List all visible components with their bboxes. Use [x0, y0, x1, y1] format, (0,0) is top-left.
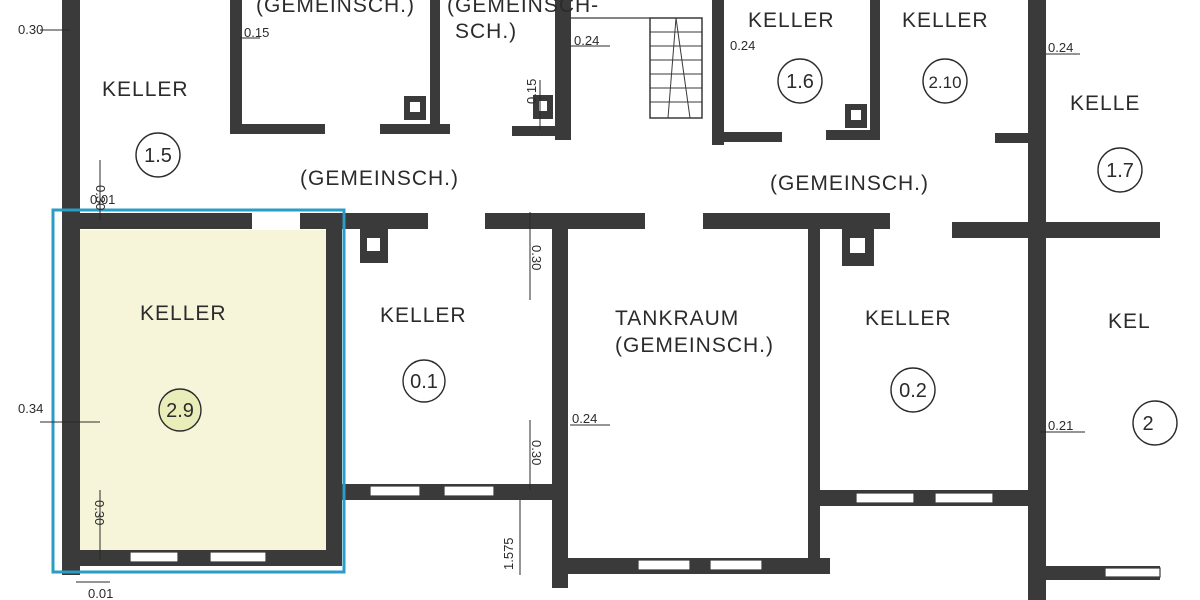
dim-001-bottom: 0.01	[88, 586, 113, 600]
label-keller-0-2: KELLER	[865, 307, 952, 330]
dim-030-top-left: 0.30	[18, 22, 43, 37]
room-number-circle-0-2	[890, 367, 936, 413]
room-number-circle-0-1	[402, 359, 446, 403]
room-number-1-6: 1.6	[786, 71, 814, 93]
dim-1575: 1.575	[501, 537, 516, 570]
dim-024-d: 0.24	[572, 411, 597, 426]
label-gemeinsch-left: (GEMEINSCH.)	[300, 167, 459, 190]
dimension-lines	[40, 29, 1085, 583]
windows	[129, 485, 1161, 578]
dim-024-c: 0.24	[1048, 40, 1073, 55]
dim-030-vertical-3: 0.30	[529, 440, 544, 465]
highlight-fill	[78, 230, 328, 550]
room-number-1-7: 1.7	[1106, 160, 1134, 182]
label-gemeinsch-top-mid-1: (GEMEINSCH-	[447, 0, 599, 17]
label-keller-1-6: KELLER	[748, 9, 835, 32]
label-gemeinsch-top-mid-2: SCH.)	[455, 20, 517, 43]
dim-034: 0.34	[18, 401, 43, 416]
label-keller-1-5: KELLER	[102, 78, 189, 101]
dim-024-a: 0.24	[574, 33, 599, 48]
label-keller-1-7: KELLE	[1070, 92, 1140, 115]
room-number-2-9: 2.9	[166, 400, 194, 422]
room-number-0-1: 0.1	[410, 371, 438, 393]
room-number-1-5: 1.5	[144, 145, 172, 167]
room-number-circle-1-7	[1097, 147, 1143, 193]
room-number-right-cut: 2	[1142, 413, 1153, 435]
dim-001: 0.01	[90, 192, 115, 207]
room-number-circle-1-6	[777, 58, 823, 104]
label-keller-2-9: KELLER	[140, 302, 227, 325]
dim-015-vertical: 0.15	[524, 79, 539, 104]
label-tankraum: TANKRAUM	[615, 307, 739, 330]
dim-021: 0.21	[1048, 418, 1073, 433]
label-keller-2-10: KELLER	[902, 9, 989, 32]
dim-015-top: 0.15	[244, 25, 269, 40]
room-number-circle-2-9	[158, 388, 202, 432]
room-number-circle-2-10	[922, 58, 968, 104]
dim-030-vertical-2: 0.30	[529, 245, 544, 270]
room-number-0-2: 0.2	[899, 380, 927, 402]
label-tankraum-gemeinsch: (GEMEINSCH.)	[615, 334, 774, 357]
dim-024-b: 0.24	[730, 38, 755, 53]
label-keller-right-cut: KEL	[1108, 310, 1151, 333]
label-gemeinsch-right: (GEMEINSCH.)	[770, 172, 929, 195]
room-number-circle-1-5	[135, 132, 181, 178]
room-number-2-10: 2.10	[928, 73, 961, 92]
room-number-circle-right-cut	[1132, 400, 1178, 446]
highlight-border	[51, 208, 346, 574]
label-keller-0-1: KELLER	[380, 304, 467, 327]
label-gemeinsch-top-left: (GEMEINSCH.)	[256, 0, 415, 17]
